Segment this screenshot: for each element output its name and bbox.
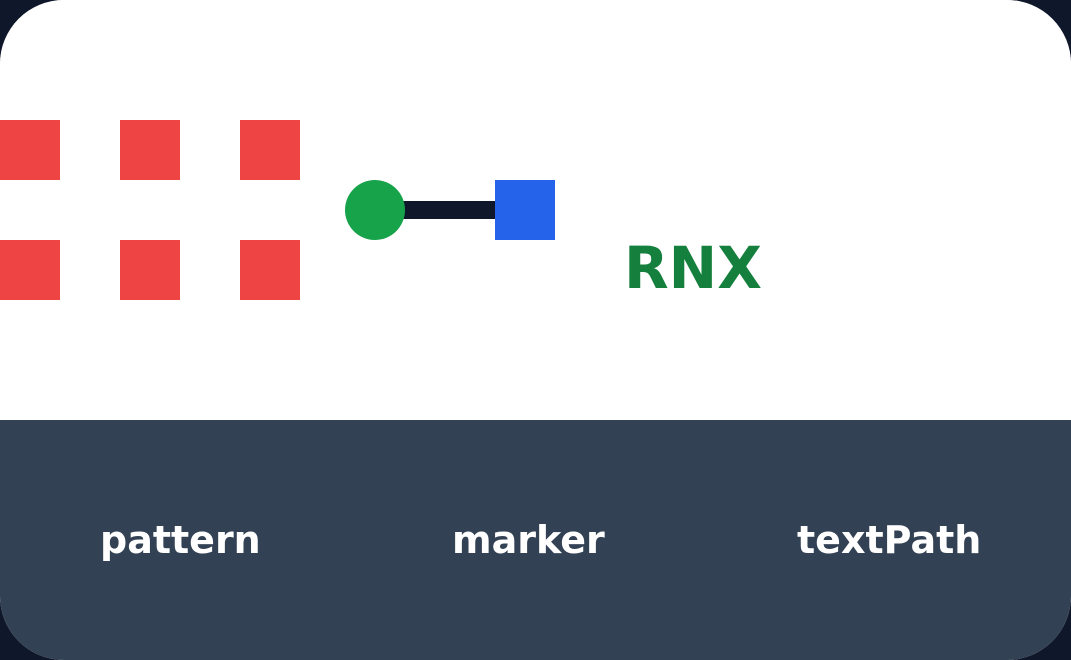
demo-svg: RNX: [0, 120, 762, 302]
marker-start-circle: [345, 180, 405, 240]
textpath-label: textPath: [797, 518, 982, 562]
pattern-label: pattern: [100, 518, 261, 562]
label-bar: [0, 420, 1071, 660]
marker-demo: [345, 180, 555, 240]
textpath-demo-text: RNX: [624, 234, 762, 302]
pattern-fill-area: [0, 120, 300, 300]
demo-area: RNX: [0, 120, 762, 302]
textpath-content: RNX: [624, 234, 762, 302]
marker-end-square: [495, 180, 555, 240]
marker-label: marker: [452, 518, 605, 562]
